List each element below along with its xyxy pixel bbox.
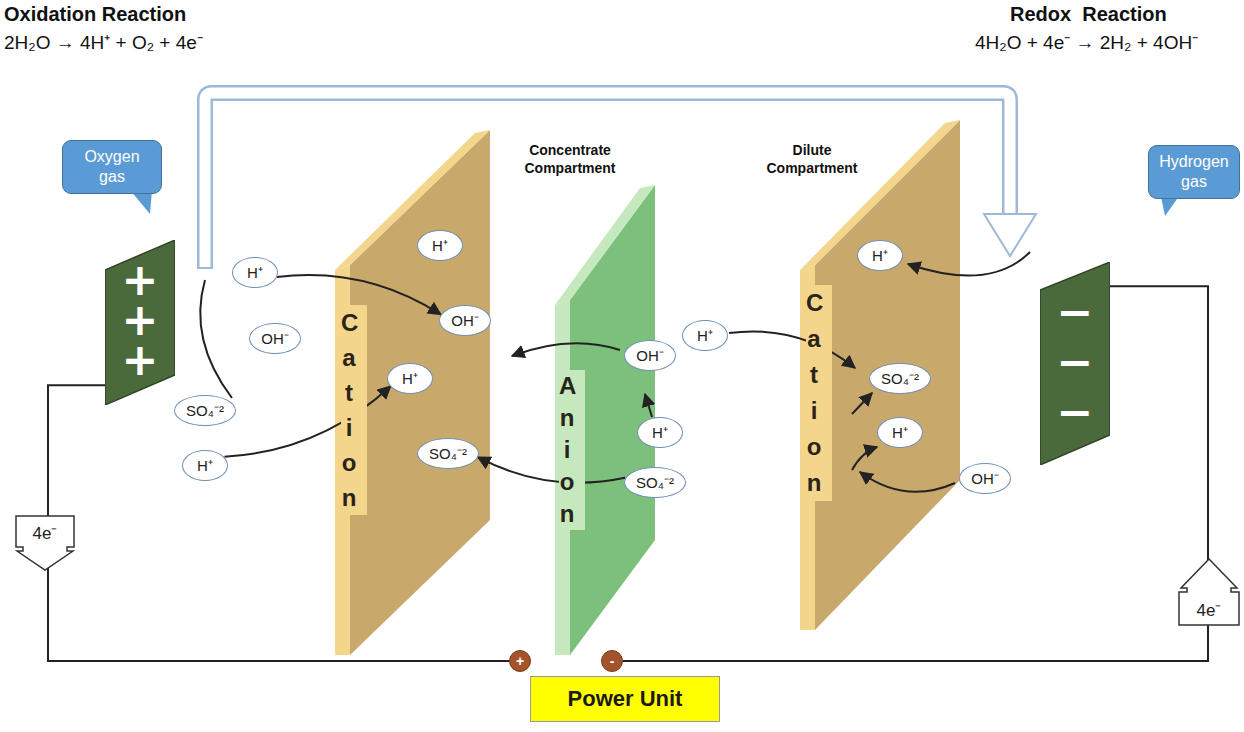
ion-bubble: SO₄⁻² (624, 467, 686, 498)
power-unit: Power Unit (530, 676, 720, 722)
ion-bubble: H⁺ (417, 230, 463, 261)
terminal: + (509, 650, 531, 672)
ion-bubble: SO₄⁻² (174, 395, 236, 426)
ion-bubble: H⁺ (877, 417, 923, 448)
node-outline (350, 130, 490, 655)
electron-arrow: 4e⁻ (15, 515, 75, 571)
ion-bubble: H⁺ (182, 450, 228, 481)
ion-text: SO₄⁻² (636, 475, 674, 490)
node-outline (16, 516, 74, 570)
elec-text: + (105, 260, 175, 300)
elec-text: − (1040, 387, 1110, 437)
circ-text: - (602, 651, 622, 671)
node-outline (335, 130, 490, 270)
ion-text: H⁺ (402, 371, 418, 386)
ion-text: H⁺ (652, 425, 668, 440)
node-outline (105, 240, 175, 405)
ion-text: H⁺ (697, 328, 713, 343)
electrode: −−− (1040, 262, 1110, 465)
callout-box: Hydrogen gas (1148, 145, 1240, 199)
reaction-label: 4H₂O + 4e⁻ → 2H₂ + 4OH⁻ (975, 29, 1198, 55)
e4-text: 4e⁻ (15, 521, 75, 544)
membrane: Cation H⁺ OH⁻ H⁺ SO₄⁻² (335, 130, 490, 655)
reaction-label: Oxidation Reaction (4, 3, 186, 26)
mem-text: Cation (806, 285, 832, 501)
ion-text: H⁺ (432, 238, 448, 253)
membrane: CationH⁺SO₄⁻²H⁺ (800, 120, 960, 630)
reaction-label: 2H₂O → 4H⁺ + O₂ + 4e⁻ (4, 29, 203, 55)
transfer-arrow-cap (197, 267, 213, 269)
ion-bubble: SO₄⁻² (417, 438, 479, 469)
ion-bubble: H⁺ (637, 417, 683, 448)
ion-text: OH⁻ (451, 313, 479, 328)
ion-text: OH⁻ (971, 471, 999, 486)
ion-text: OH⁻ (636, 348, 664, 363)
ion-text: SO₄⁻² (881, 371, 919, 386)
ion-bubble: OH⁻ (959, 463, 1011, 494)
ion-text: H⁺ (872, 248, 888, 263)
node-outline (1040, 262, 1110, 465)
ion-bubble: H⁺ (682, 320, 728, 351)
ion-bubble: OH⁻ (624, 340, 676, 371)
elec-text: + (105, 340, 175, 380)
membrane: Anion (555, 185, 655, 655)
ion-text: SO₄⁻² (429, 446, 467, 461)
terminal: - (601, 650, 623, 672)
transfer-arrow-head (984, 214, 1036, 256)
ion-text: OH⁻ (261, 331, 289, 346)
ion-bubble: OH⁻ (439, 305, 491, 336)
elec-text: + (105, 300, 175, 340)
compartment-label: Concentrate Compartment (510, 141, 630, 177)
ion-path (200, 280, 232, 398)
ion-bubble: SO₄⁻² (869, 363, 931, 394)
ion-text: H⁺ (247, 265, 263, 280)
compartment-label: Dilute Compartment (757, 141, 867, 177)
electrode: +++ (105, 240, 175, 405)
ion-bubble: H⁺ (857, 240, 903, 271)
ion-bubble: OH⁻ (249, 323, 301, 354)
ion-text: SO₄⁻² (186, 403, 224, 418)
reaction-label: Redox Reaction (1010, 3, 1167, 26)
mem-text: Cation (341, 305, 367, 515)
ion-text: H⁺ (892, 425, 908, 440)
call-text: Oxygen gas (73, 147, 151, 187)
circ-text: + (510, 651, 530, 671)
ion-text: H⁺ (197, 458, 213, 473)
elec-text: − (1040, 337, 1110, 387)
electron-arrow: 4e⁻ (1178, 558, 1240, 626)
pu-text: Power Unit (531, 677, 719, 721)
ion-bubble: H⁺ (232, 257, 278, 288)
node-outline (555, 185, 655, 305)
e4-text: 4e⁻ (1178, 598, 1240, 621)
callout-box: Oxygen gas (62, 140, 162, 194)
mem-text: Anion (559, 370, 585, 530)
node-outline (815, 120, 960, 630)
call-text: Hydrogen gas (1159, 152, 1229, 192)
node-outline (1179, 559, 1239, 625)
ion-bubble: H⁺ (387, 363, 433, 394)
elec-text: − (1040, 287, 1110, 337)
